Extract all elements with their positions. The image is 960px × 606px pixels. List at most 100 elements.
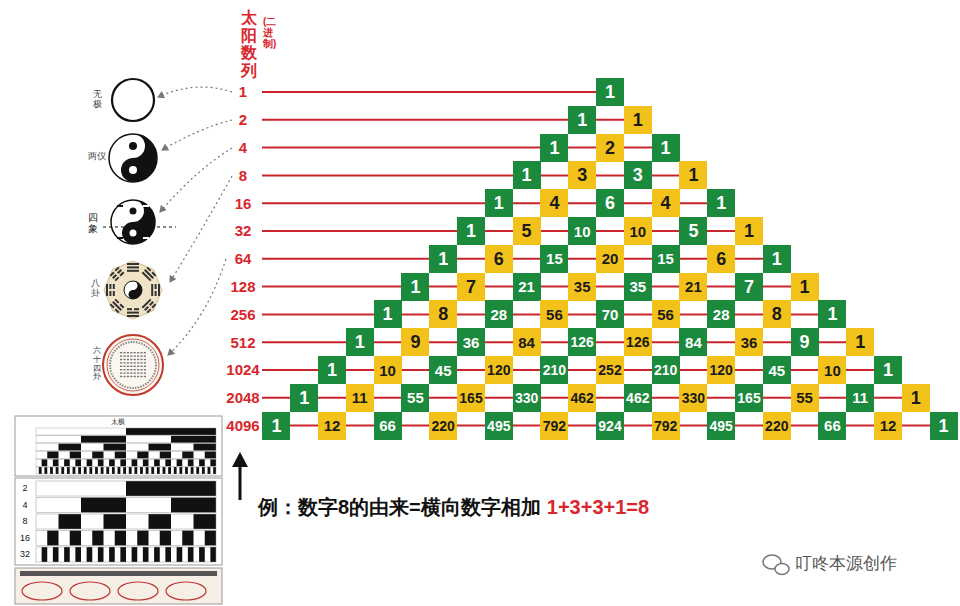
cell-number: 36 [741, 335, 758, 350]
leader-line [162, 120, 232, 150]
up-arrow [232, 452, 248, 467]
cell-number: 126 [626, 335, 649, 349]
cell-number: 84 [518, 335, 535, 350]
binary-bar [118, 467, 121, 474]
binary-bar [75, 547, 81, 562]
binary-bar [208, 467, 211, 474]
binary-bar [101, 467, 104, 474]
yinyang-dot [129, 166, 137, 174]
number-cell: 11 [346, 384, 374, 412]
bagua-octagon [104, 261, 162, 319]
cell-number: 1 [549, 139, 559, 157]
panel [15, 416, 222, 476]
number-cell: 1 [902, 384, 930, 412]
number-cell: 84 [513, 328, 541, 356]
sun-number-box: 2048 [226, 389, 259, 406]
hexagram-mark [140, 362, 142, 363]
figure-label: 六十四卦 [93, 347, 101, 382]
binary-bar-frame [36, 428, 216, 435]
leader-line [168, 259, 226, 355]
hexagram-mark [137, 355, 139, 356]
binary-bar [53, 547, 59, 562]
number-cell: 35 [624, 273, 652, 301]
number-cell: 9 [401, 328, 429, 356]
binary-bar [53, 459, 59, 466]
row-line [262, 91, 610, 93]
cell-number: 1 [939, 417, 949, 435]
panel-pattern [118, 582, 158, 600]
binary-bar-frame [36, 444, 216, 451]
binary-bar [42, 459, 48, 466]
cell-number: 8 [772, 305, 782, 323]
number-cell: 2 [596, 134, 624, 162]
binary-bar [199, 547, 205, 562]
number-cell: 165 [457, 384, 485, 412]
yao-line [127, 270, 139, 272]
hexagram-mark [140, 372, 142, 373]
binary-bar [174, 467, 177, 474]
cell-number: 1 [577, 111, 587, 129]
cell-number: 1 [410, 278, 420, 296]
number-cell: 924 [596, 412, 624, 440]
sun-number-box: 64 [235, 250, 252, 267]
cell-number: 21 [685, 279, 702, 294]
cell-number: 792 [543, 419, 566, 433]
hexagram-mark [130, 359, 132, 360]
watermark-box: 叮咚本源创作 [795, 554, 897, 574]
number-cell: 1 [846, 328, 874, 356]
cell-number: 1 [466, 222, 476, 240]
number-cell: 1 [930, 412, 958, 440]
yinyang-dot [129, 142, 137, 150]
number-cell: 55 [401, 384, 429, 412]
binary-bar [163, 467, 166, 474]
number-cell: 1 [485, 189, 513, 217]
number-cell: 66 [818, 412, 846, 440]
cell-number: 1 [327, 361, 337, 379]
mark [143, 237, 149, 239]
trigram [151, 284, 160, 296]
title: 太阳数列 [241, 9, 257, 79]
wuji-circle [112, 79, 154, 121]
hexagram-mark [130, 376, 132, 377]
hexagram-mark [120, 376, 122, 377]
number-cell: 10 [818, 356, 846, 384]
number-cell: 21 [513, 273, 541, 301]
number-cell: 1 [652, 134, 680, 162]
leader-line [158, 87, 232, 97]
binary-bar [112, 467, 115, 474]
cell-number: 1 [800, 278, 810, 296]
binary-bar [134, 467, 137, 474]
yao-line [127, 315, 139, 317]
cell-number: 6 [494, 250, 504, 268]
number-cell: 220 [429, 412, 457, 440]
binary-bar [64, 459, 70, 466]
binary-bar [73, 467, 76, 474]
panel-number-box: 8 [22, 516, 27, 526]
number-cell: 36 [457, 328, 485, 356]
cell-number: 1 [605, 83, 615, 101]
number-cell: 84 [679, 328, 707, 356]
cell-number: 165 [737, 391, 760, 405]
cell-number: 1 [633, 111, 643, 129]
number-cell: 1 [318, 356, 346, 384]
hexagram-mark [134, 366, 136, 367]
number-cell: 1 [624, 106, 652, 134]
binary-bars [36, 428, 216, 562]
number-cell: 1 [346, 328, 374, 356]
sun-number-box: 512 [230, 334, 255, 351]
cell-number: 1 [355, 333, 365, 351]
binary-bar [137, 451, 148, 458]
binary-bar [89, 467, 92, 474]
sun-number: 4 [239, 139, 247, 156]
number-cell: 1 [791, 273, 819, 301]
binary-bar [182, 451, 193, 458]
cell-number: 12 [880, 418, 897, 433]
number-cell: 792 [652, 412, 680, 440]
panel-number-box: 2 [22, 483, 27, 493]
number-cell: 21 [679, 273, 707, 301]
number-cell: 4 [540, 189, 568, 217]
hexagram-mark [123, 376, 125, 377]
hexagram-grid [120, 352, 146, 377]
hexagram-mark [130, 369, 132, 370]
hexagram-mark [120, 359, 122, 360]
